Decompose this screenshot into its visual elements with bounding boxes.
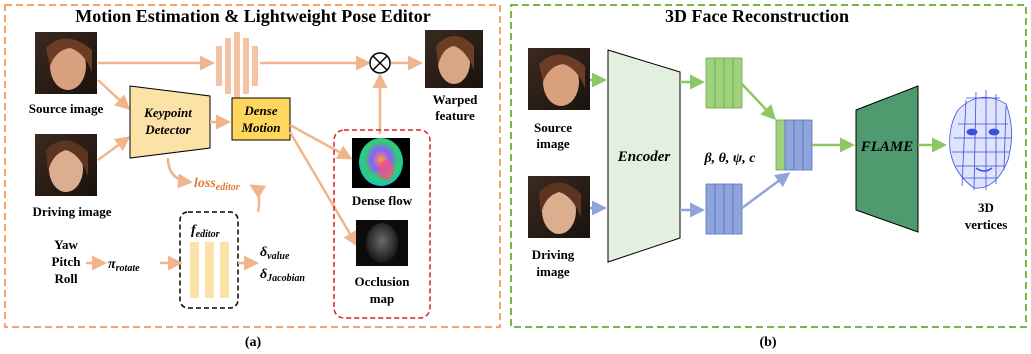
panel-a-title: Motion Estimation & Lightweight Pose Edi… [75, 6, 431, 26]
panel-a-caption: (a) [245, 335, 262, 350]
dense-flow-label: Dense flow [352, 193, 413, 208]
b-source-image [528, 48, 590, 110]
vertices-label-1: 3D [978, 200, 994, 215]
b-source-label-2: image [536, 136, 569, 151]
delta-value-label: δvalue [260, 245, 290, 262]
flame-params-label: β, θ, ψ, c [703, 151, 756, 166]
arrow-green-to-combined [741, 83, 777, 121]
source-params-blocks [705, 57, 743, 109]
dense-motion-label-2: Motion [240, 120, 280, 135]
dense-flow-image [352, 138, 410, 188]
feature-encoder-bars [216, 32, 258, 100]
occlusion-map-label-2: map [370, 291, 395, 306]
driving-image [35, 134, 97, 196]
source-image-label: Source image [29, 101, 104, 116]
arrow-motion-to-flow [289, 123, 353, 160]
flame-label: FLAME [860, 139, 914, 155]
f-editor-label: feditor [191, 223, 220, 240]
combined-params-blocks [775, 119, 813, 171]
encoder-label: Encoder [617, 149, 671, 165]
arrow-kp-to-loss [166, 157, 193, 189]
driving-params-blocks [705, 183, 743, 235]
dense-motion-label-1: Dense [243, 103, 277, 118]
b-driving-label-2: image [536, 264, 569, 279]
encoder-box [607, 49, 681, 263]
arrow-motion-to-occlusion [288, 131, 358, 247]
motion-outputs-group [333, 129, 431, 319]
f-editor-layers [190, 242, 229, 298]
b-source-label-1: Source [534, 120, 572, 135]
arrow-source-to-kp [97, 79, 131, 111]
panel-b-title: 3D Face Reconstruction [665, 6, 849, 26]
f-editor-group [179, 211, 239, 309]
b-driving-image [528, 176, 590, 238]
arrow-blue-to-combined [741, 172, 791, 210]
occlusion-map-image [356, 220, 408, 266]
vertices-label-2: vertices [965, 217, 1008, 232]
keypoint-detector-label-2: Detector [144, 122, 191, 137]
arrow-driving-to-kp [97, 136, 131, 162]
driving-image-label: Driving image [32, 204, 111, 219]
warped-feature-label-1: Warped [433, 92, 479, 107]
pi-rotate-label: πrotate [108, 257, 140, 274]
occlusion-map-label-1: Occlusion [355, 274, 411, 289]
panel-b-border [510, 4, 1027, 328]
face-mesh-vertices [949, 90, 1012, 191]
panel-a: Motion Estimation & Lightweight Pose Edi… [4, 4, 501, 350]
pose-yaw-label: Yaw [54, 237, 78, 252]
delta-jacobian-label: δJacobian [260, 267, 305, 284]
source-image [35, 32, 97, 94]
flame-box [855, 85, 919, 233]
b-driving-label-1: Driving [532, 247, 575, 262]
keypoint-detector-label-1: Keypoint [143, 105, 192, 120]
warped-feature-label-2: feature [435, 108, 475, 123]
dense-motion-box [231, 97, 291, 141]
loss-editor-label: losseditor [194, 176, 240, 193]
pose-pitch-label: Pitch [52, 254, 82, 269]
panel-a-border [4, 4, 501, 328]
keypoint-detector-box [129, 85, 211, 159]
warped-feature-image [425, 30, 483, 88]
panel-b: 3D Face Reconstruction Source image Driv… [510, 4, 1027, 350]
pose-roll-label: Roll [54, 271, 78, 286]
arrow-delta-to-loss [249, 184, 267, 213]
panel-b-caption: (b) [759, 335, 776, 350]
